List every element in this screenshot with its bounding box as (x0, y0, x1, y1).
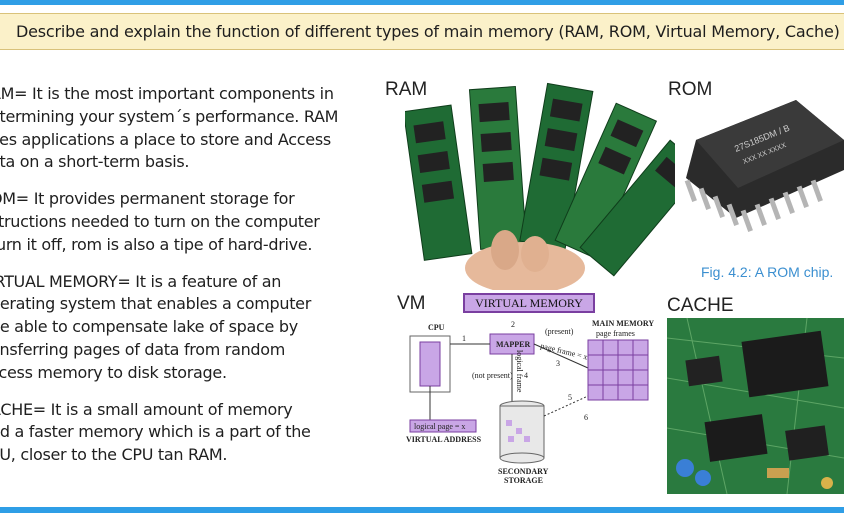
title-banner: Describe and explain the function of dif… (0, 13, 844, 50)
ram-paragraph: AM= It is the most important components … (0, 83, 358, 174)
vm-line-3: be able to compensate lake of space by (0, 317, 298, 337)
rom-line-3: turn it off, rom is also a tipe of hard-… (0, 234, 313, 254)
vm-diagram: CPU logical page = x VIRTUAL ADDRESS 2 M… (400, 316, 662, 488)
cache-line-1: ACHE= It is a small amount of memory (0, 399, 293, 419)
vm-paragraph: IRTUAL MEMORY= It is a feature of an per… (0, 271, 358, 385)
top-accent-bar (0, 0, 844, 5)
cache-paragraph: ACHE= It is a small amount of memory nd … (0, 399, 358, 467)
vm-logical-page: logical page = x (414, 422, 465, 431)
vm-secondary-line-2: STORAGE (504, 476, 543, 485)
cache-label: CACHE (667, 295, 734, 316)
vm-main-memory-grid (587, 339, 649, 401)
vm-logical-page-box (409, 419, 477, 433)
cache-main-chip (741, 330, 829, 398)
vm-not-present: (not present) (472, 371, 513, 380)
vm-main-memory: MAIN MEMORY (592, 319, 654, 328)
hand-shape (465, 230, 585, 290)
text-column: AM= It is the most important components … (0, 83, 358, 481)
vm-cpu-label: CPU (428, 323, 445, 332)
rom-line-2: structions needed to turn on the compute… (0, 211, 320, 231)
vm-step-6: 6 (584, 413, 588, 422)
page-title: Describe and explain the function of dif… (16, 22, 840, 41)
vm-virtual-address: VIRTUAL ADDRESS (406, 435, 482, 444)
ram-stick-4 (554, 102, 658, 259)
vm-secondary-line-1: SECONDARY (498, 467, 549, 476)
vm-present: (present) (545, 327, 574, 336)
vm-step-3: 3 (556, 359, 560, 368)
ram-line-2: etermining your system´s performance. RA… (0, 106, 339, 126)
ram-stick-5 (579, 139, 675, 277)
ram-label: RAM (385, 79, 428, 100)
rom-chip-image: 27S185DM / B XXX XX XXXX (676, 100, 844, 250)
rom-paragraph: OM= It provides permanent storage for st… (0, 188, 358, 256)
rom-caption: Fig. 4.2: A ROM chip. (701, 264, 834, 280)
vm-mapper: MAPPER (496, 340, 530, 349)
vm-logical-frame: logical frame (515, 350, 524, 393)
vm-step-4: 4 (524, 371, 528, 380)
vm-line-4: ansferring pages of data from random (0, 339, 286, 359)
rom-pins (684, 179, 823, 232)
vm-line-5: ccess memory to disk storage. (0, 362, 227, 382)
cache-board-image (667, 318, 844, 494)
vm-step-5: 5 (568, 393, 572, 402)
vm-page-frame-x: page frame = x (540, 341, 589, 361)
rom-label: ROM (668, 79, 713, 100)
vm-page-frames: page frames (596, 329, 635, 338)
ram-stick-3 (519, 82, 594, 250)
vm-diagram-title: VIRTUAL MEMORY (463, 293, 595, 313)
ram-line-1: AM= It is the most important components … (0, 84, 334, 103)
rom-line-1: OM= It provides permanent storage for (0, 189, 295, 209)
vm-step-1: 1 (462, 334, 466, 343)
cache-line-3: PU, closer to the CPU tan RAM. (0, 445, 228, 465)
ram-modules-image (405, 78, 675, 290)
vm-line-2: perating system that enables a computer (0, 294, 312, 314)
ram-line-3: ves applications a place to store and Ac… (0, 129, 331, 149)
vm-step-2: 2 (511, 320, 515, 329)
vm-line-1: IRTUAL MEMORY= It is a feature of an (0, 271, 282, 291)
ram-stick-1 (405, 104, 473, 261)
ram-line-4: ata on a short-term basis. (0, 152, 190, 172)
vm-label: VM (397, 293, 426, 314)
ram-stick-2 (468, 85, 528, 250)
cache-line-2: nd a faster memory which is a part of th… (0, 422, 311, 442)
bottom-accent-bar (0, 507, 844, 513)
